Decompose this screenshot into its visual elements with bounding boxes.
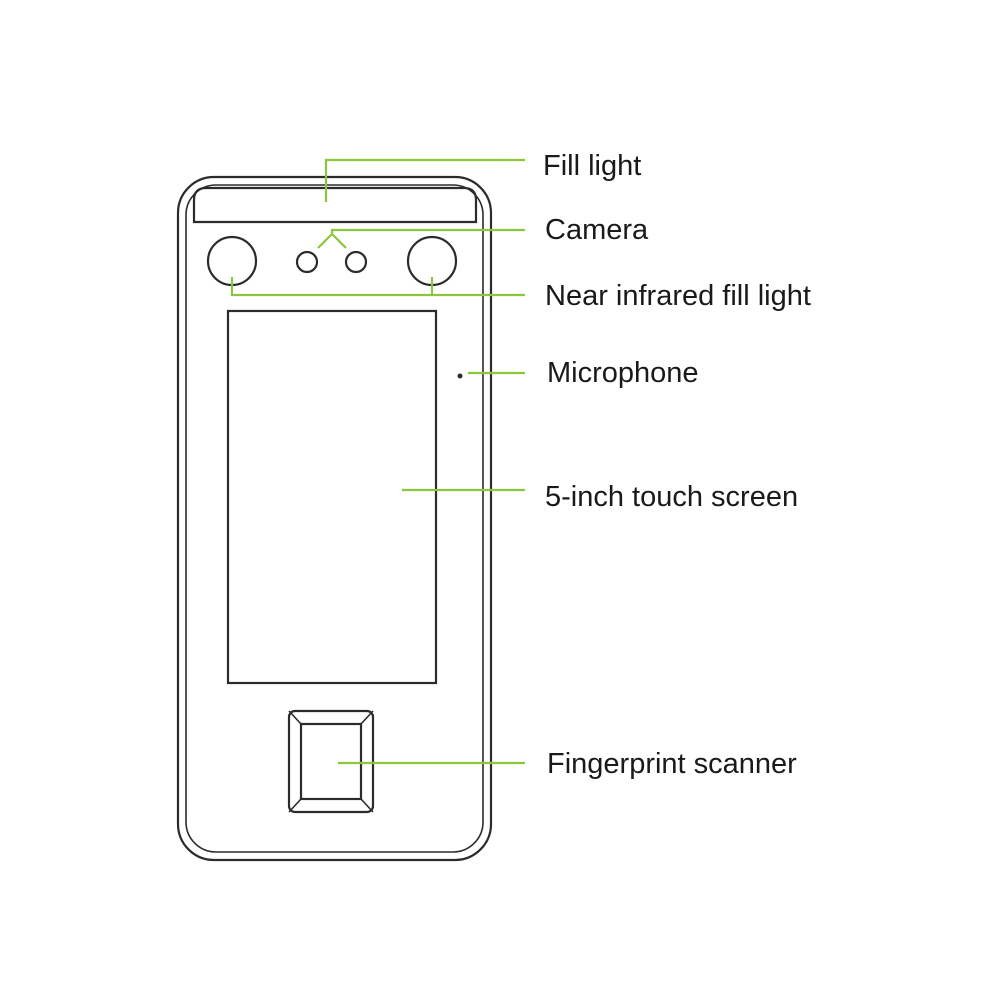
label-camera: Camera [545,214,649,246]
label-fill-light: Fill light [543,150,641,182]
leader-line-fill-light [324,158,525,202]
device-body [176,175,493,862]
label-microphone: Microphone [547,357,699,389]
fill-light-strip [192,186,478,224]
label-near-infrared-fill-light: Near infrared fill light [545,280,811,312]
device-inner-shell [185,184,484,853]
fingerprint-scanner-outer [287,709,375,814]
camera-lens-left [295,250,319,274]
fingerprint-scanner-bevel [288,710,374,813]
touch-screen-area [226,309,438,685]
microphone-hole [457,373,463,379]
label-touch-screen: 5-inch touch screen [545,481,798,513]
fingerprint-scanner-inner [299,722,363,801]
device-outer-shell [176,175,493,862]
leader-line-near-infrared-fill-light [230,277,525,297]
leader-line-camera [317,228,525,249]
camera-lens-right [344,250,368,274]
label-fingerprint-scanner: Fingerprint scanner [547,748,797,780]
